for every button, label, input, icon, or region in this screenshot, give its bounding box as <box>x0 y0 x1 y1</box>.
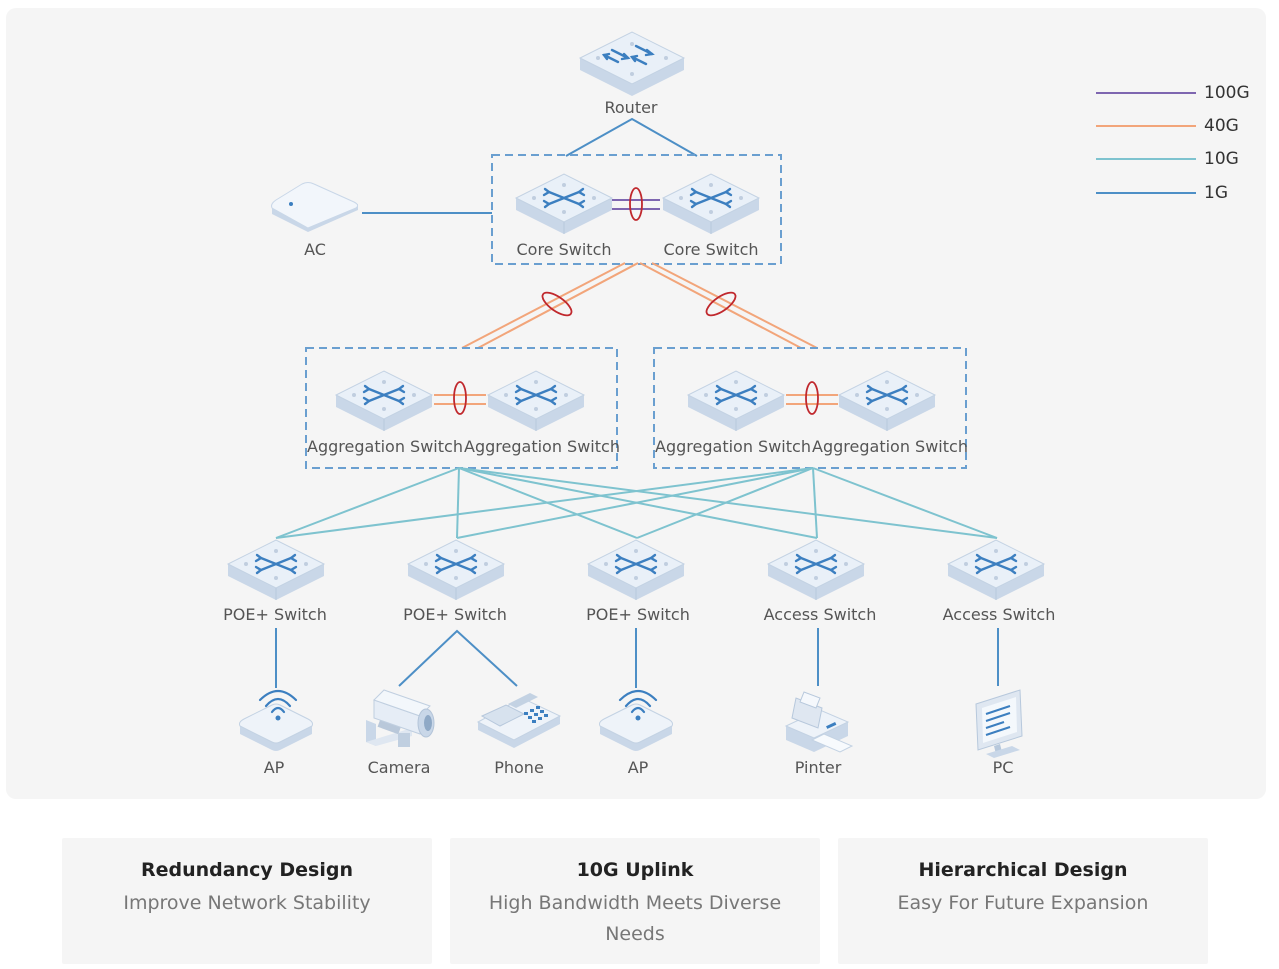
feature-card-title: 10G Uplink <box>576 859 694 881</box>
aggregation-switch-1-label: Aggregation Switch <box>307 437 463 456</box>
access-endpoint-links <box>275 628 999 688</box>
access-switch-1: Access Switch <box>764 538 877 624</box>
core-100g-link <box>612 199 660 210</box>
ac-node: AC <box>271 182 359 259</box>
camera-icon <box>366 689 435 747</box>
switch-icon <box>486 369 586 433</box>
core-switch-group <box>491 154 782 265</box>
ap-2-label: AP <box>628 758 649 777</box>
legend-label-40g: 40G <box>1204 116 1239 136</box>
legend-label-1g: 1G <box>1204 183 1228 203</box>
ac-label: AC <box>304 240 326 259</box>
core-lag-ring <box>629 187 643 221</box>
switch-icon <box>837 369 937 433</box>
pc-label: PC <box>993 758 1014 777</box>
access-switch-1-label: Access Switch <box>764 605 877 624</box>
feature-card-redundancy: Redundancy Design Improve Network Stabil… <box>62 838 432 964</box>
access-switch-2-label: Access Switch <box>943 605 1056 624</box>
poe-switch-2-label: POE+ Switch <box>403 605 507 624</box>
core-switch-1-label: Core Switch <box>516 240 611 259</box>
switch-icon <box>514 172 614 236</box>
left-uplink-lag-ring <box>541 291 573 317</box>
switch-icon <box>686 369 786 433</box>
printer-label: Pinter <box>795 758 842 777</box>
printer-icon <box>784 691 854 753</box>
switch-icon <box>766 538 866 602</box>
poe-switch-1-label: POE+ Switch <box>223 605 327 624</box>
aggregation-switch-3-label: Aggregation Switch <box>655 437 811 456</box>
aggregation-access-10g-links <box>275 467 998 539</box>
router-icon <box>578 30 686 98</box>
core-switch-2-label: Core Switch <box>663 240 758 259</box>
aggregation-left-lag-ring <box>453 381 467 415</box>
pc-icon <box>975 689 1023 758</box>
switch-icon <box>334 369 434 433</box>
feature-card-desc: High Bandwidth Meets Diverse Needs <box>488 892 782 945</box>
core-switch-2: Core Switch <box>661 172 761 259</box>
router-node: Router <box>578 30 686 117</box>
aggregation-switch-1: Aggregation Switch <box>307 369 463 456</box>
phone-icon <box>476 693 562 748</box>
right-uplink-lag-ring <box>705 291 737 317</box>
ac-icon <box>271 182 359 232</box>
printer: Pinter <box>784 691 854 777</box>
feature-card-title: Redundancy Design <box>141 859 353 881</box>
pc: PC <box>975 689 1023 777</box>
wifi-ap-icon <box>238 689 314 753</box>
core-switch-1: Core Switch <box>514 172 614 259</box>
aggregation-internal-links <box>434 394 838 405</box>
poe-switch-1: POE+ Switch <box>223 538 327 624</box>
camera: Camera <box>366 689 435 777</box>
switch-icon <box>661 172 761 236</box>
feature-card-desc: Improve Network Stability <box>123 892 371 914</box>
aggregation-switch-2: Aggregation Switch <box>464 369 620 456</box>
legend: 100G 40G 10G 1G <box>1096 83 1250 203</box>
aggregation-switch-3: Aggregation Switch <box>655 369 811 456</box>
ap-1: AP <box>238 689 314 777</box>
aggregation-switch-4-label: Aggregation Switch <box>812 437 968 456</box>
switch-icon <box>226 538 326 602</box>
feature-card-title: Hierarchical Design <box>918 859 1128 881</box>
aggregation-switch-4: Aggregation Switch <box>812 369 968 456</box>
poe-switch-3-label: POE+ Switch <box>586 605 690 624</box>
ap-1-label: AP <box>264 758 285 777</box>
feature-card-hierarchical: Hierarchical Design Easy For Future Expa… <box>838 838 1208 964</box>
switch-icon <box>946 538 1046 602</box>
access-switch-2: Access Switch <box>943 538 1056 624</box>
phone-label: Phone <box>494 758 544 777</box>
switch-icon <box>406 538 506 602</box>
poe-switch-3: POE+ Switch <box>586 538 690 624</box>
legend-label-100g: 100G <box>1204 83 1250 103</box>
switch-icon <box>586 538 686 602</box>
aggregation-switch-2-label: Aggregation Switch <box>464 437 620 456</box>
camera-label: Camera <box>368 758 431 777</box>
feature-card-desc: Easy For Future Expansion <box>897 892 1149 914</box>
core-aggregation-40g-links <box>461 262 818 349</box>
router-label: Router <box>604 98 657 117</box>
poe-switch-2: POE+ Switch <box>403 538 507 624</box>
legend-label-10g: 10G <box>1204 149 1239 169</box>
feature-card-uplink: 10G Uplink High Bandwidth Meets Diverse … <box>450 838 820 964</box>
wifi-ap-icon <box>598 689 674 753</box>
ap-2: AP <box>598 689 674 777</box>
aggregation-right-lag-ring <box>805 381 819 415</box>
router-links <box>565 117 698 157</box>
phone: Phone <box>476 693 562 777</box>
